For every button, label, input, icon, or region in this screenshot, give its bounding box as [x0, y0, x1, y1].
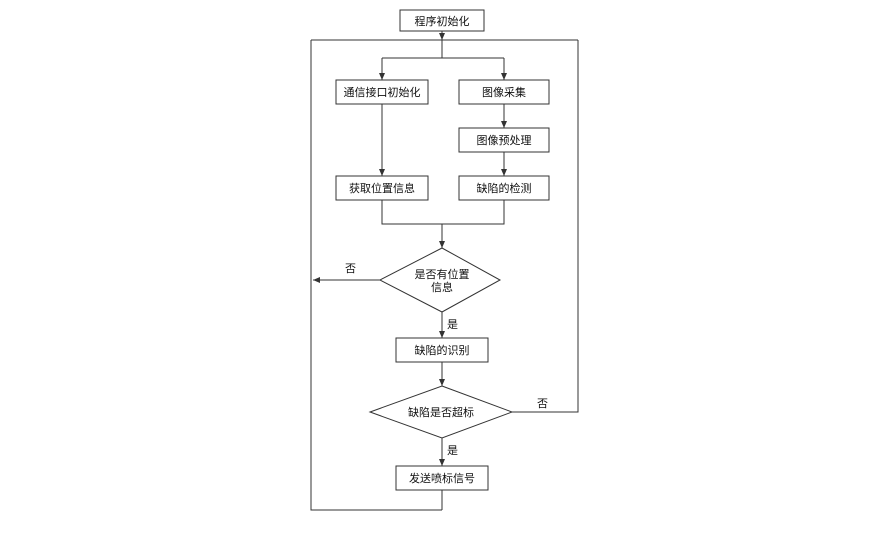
label-no-position: 否	[345, 262, 356, 275]
label-yes-exceed: 是	[447, 444, 458, 457]
image-preprocess-label: 图像预处理	[477, 134, 532, 147]
label-yes-position: 是	[447, 318, 458, 331]
decision-exceed-node: 缺陷是否超标	[368, 385, 514, 439]
start-node: 程序初始化	[399, 9, 485, 32]
decision-position-line2: 信息	[431, 280, 453, 294]
merge-left	[381, 200, 442, 225]
send-signal-node: 发送喷标信号	[395, 465, 489, 491]
comm-init-node: 通信接口初始化	[335, 79, 429, 105]
image-capture-label: 图像采集	[482, 85, 526, 99]
send-signal-label: 发送喷标信号	[409, 471, 475, 485]
decision-position-node: 是否有位置 信息	[378, 247, 502, 313]
defect-identify-label: 缺陷的识别	[415, 343, 470, 357]
image-capture-node: 图像采集	[458, 79, 550, 105]
get-position-label: 获取位置信息	[349, 181, 415, 195]
defect-detect-node: 缺陷的检测	[458, 175, 550, 201]
defect-detect-label: 缺陷的检测	[477, 181, 532, 195]
label-no-exceed: 否	[537, 397, 548, 410]
image-preprocess-node: 图像预处理	[458, 127, 550, 153]
start-label: 程序初始化	[415, 14, 470, 28]
get-position-node: 获取位置信息	[335, 175, 429, 201]
loop-left-line	[310, 40, 442, 511]
decision-exceed-label: 缺陷是否超标	[408, 405, 474, 419]
comm-init-label: 通信接口初始化	[344, 85, 421, 99]
decision-position-line1: 是否有位置	[415, 267, 470, 281]
defect-identify-node: 缺陷的识别	[395, 337, 489, 363]
merge-right	[442, 200, 505, 225]
loop-right-line	[512, 40, 579, 413]
